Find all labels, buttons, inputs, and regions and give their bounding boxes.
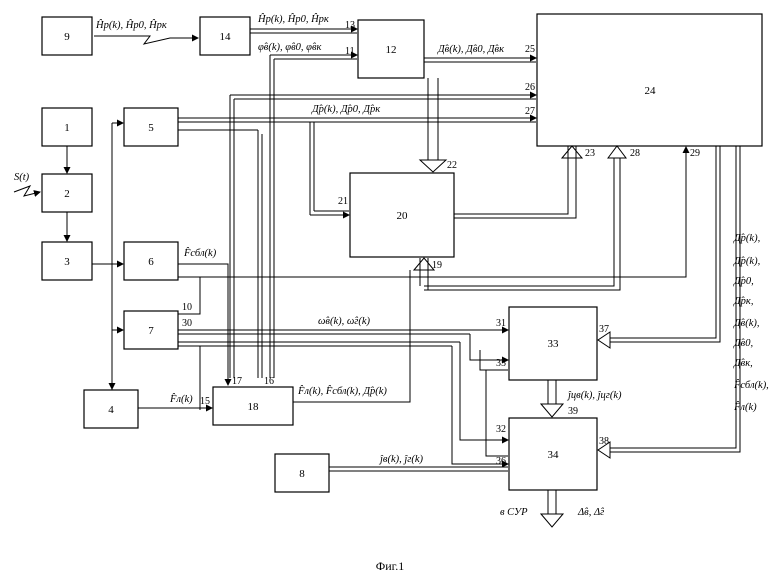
- svg-text:Д̂р(k),: Д̂р(k),: [733, 256, 760, 267]
- svg-text:10: 10: [182, 302, 192, 313]
- svg-text:18: 18: [248, 401, 260, 413]
- svg-text:9: 9: [64, 31, 70, 43]
- svg-text:Д̂р(k), Д̂р0, Д̂рк: Д̂р(k), Д̂р0, Д̂рк: [311, 104, 380, 115]
- svg-text:20: 20: [397, 210, 409, 222]
- svg-text:12: 12: [386, 44, 397, 56]
- svg-text:F̂л(k), F̂сбл(k), Д̂р(k): F̂л(k), F̂сбл(k), Д̂р(k): [297, 384, 387, 397]
- svg-text:F̂сбл(k): F̂сбл(k): [183, 246, 217, 259]
- svg-text:23: 23: [585, 148, 595, 159]
- block-20: 20: [350, 173, 454, 257]
- svg-text:S(t): S(t): [14, 172, 30, 183]
- svg-text:F̂сбл(k),: F̂сбл(k),: [733, 378, 769, 391]
- block-6: 6: [124, 242, 178, 280]
- svg-text:22: 22: [447, 160, 457, 171]
- svg-text:30: 30: [182, 318, 192, 329]
- block-7: 7: [124, 311, 178, 349]
- block-4: 4: [84, 390, 138, 428]
- block-33: 33: [509, 307, 597, 380]
- svg-text:4: 4: [108, 404, 114, 416]
- svg-text:ĵцв(k), ĵцг(k): ĵцв(k), ĵцг(k): [566, 390, 622, 401]
- svg-text:1: 1: [64, 122, 70, 134]
- svg-text:φ̂в(k), φ̂в0, φ̂вк: φ̂в(k), φ̂в0, φ̂вк: [258, 42, 322, 53]
- svg-text:35: 35: [496, 358, 506, 369]
- svg-text:Д̂в(k),: Д̂в(k),: [733, 318, 760, 329]
- svg-text:11: 11: [345, 46, 355, 57]
- svg-text:36: 36: [496, 456, 506, 467]
- block-5: 5: [124, 108, 178, 146]
- svg-text:27: 27: [525, 106, 535, 117]
- svg-text:в СУР: в СУР: [500, 507, 528, 518]
- svg-text:25: 25: [525, 44, 535, 55]
- block-2: 2: [42, 174, 92, 212]
- figure-caption: Фиг.1: [376, 559, 404, 573]
- block-14: 14: [200, 17, 250, 55]
- block-9: 9: [42, 17, 92, 55]
- svg-text:21: 21: [338, 196, 348, 207]
- block-12: 12: [358, 20, 424, 78]
- svg-text:Д̂р0,: Д̂р0,: [733, 276, 754, 287]
- svg-text:Δ̂в, Δ̂г: Δ̂в, Δ̂г: [577, 507, 604, 518]
- svg-text:7: 7: [148, 325, 154, 337]
- svg-text:F̂л(k): F̂л(k): [169, 392, 193, 405]
- svg-text:5: 5: [148, 122, 154, 134]
- svg-text:ω̂в(k), ω̂г(k): ω̂в(k), ω̂г(k): [318, 316, 371, 327]
- block-24: 24: [537, 14, 762, 146]
- svg-text:26: 26: [525, 82, 535, 93]
- svg-text:16: 16: [264, 376, 274, 387]
- svg-text:24: 24: [645, 85, 657, 97]
- svg-text:33: 33: [548, 338, 560, 350]
- svg-text:39: 39: [568, 406, 578, 417]
- svg-text:37: 37: [599, 324, 609, 335]
- svg-text:ĵв(k), ĵг(k): ĵв(k), ĵг(k): [378, 454, 424, 465]
- svg-text:28: 28: [630, 148, 640, 159]
- svg-text:Д̂в0,: Д̂в0,: [733, 338, 753, 349]
- block-3: 3: [42, 242, 92, 280]
- svg-text:Д̂вк,: Д̂вк,: [733, 358, 753, 369]
- svg-text:34: 34: [548, 449, 560, 461]
- svg-text:29: 29: [690, 148, 700, 159]
- svg-text:3: 3: [64, 256, 70, 268]
- svg-text:19: 19: [432, 260, 442, 271]
- block-18: 18: [213, 387, 293, 425]
- svg-text:38: 38: [599, 436, 609, 447]
- svg-text:2: 2: [64, 188, 70, 200]
- svg-text:14: 14: [220, 31, 232, 43]
- svg-text:Д̂в(k), Д̂в0, Д̂вк: Д̂в(k), Д̂в0, Д̂вк: [437, 44, 504, 55]
- block-8: 8: [275, 454, 329, 492]
- svg-text:Ĥр(k), Ĥр0, Ĥрк: Ĥр(k), Ĥр0, Ĥрк: [257, 13, 329, 25]
- svg-text:Д̂р(k),: Д̂р(k),: [733, 233, 760, 244]
- svg-text:13: 13: [345, 20, 355, 31]
- block-1: 1: [42, 108, 92, 146]
- block-34: 34: [509, 418, 597, 490]
- svg-text:17: 17: [232, 376, 242, 387]
- svg-text:31: 31: [496, 318, 506, 329]
- svg-text:F̂л(k): F̂л(k): [733, 400, 757, 413]
- svg-text:8: 8: [299, 468, 305, 480]
- svg-text:32: 32: [496, 424, 506, 435]
- svg-text:15: 15: [200, 396, 210, 407]
- svg-text:Д̂рк,: Д̂рк,: [733, 296, 753, 307]
- svg-text:6: 6: [148, 256, 154, 268]
- svg-text:Ĥр(k), Ĥр0, Ĥрк: Ĥр(k), Ĥр0, Ĥрк: [95, 19, 167, 31]
